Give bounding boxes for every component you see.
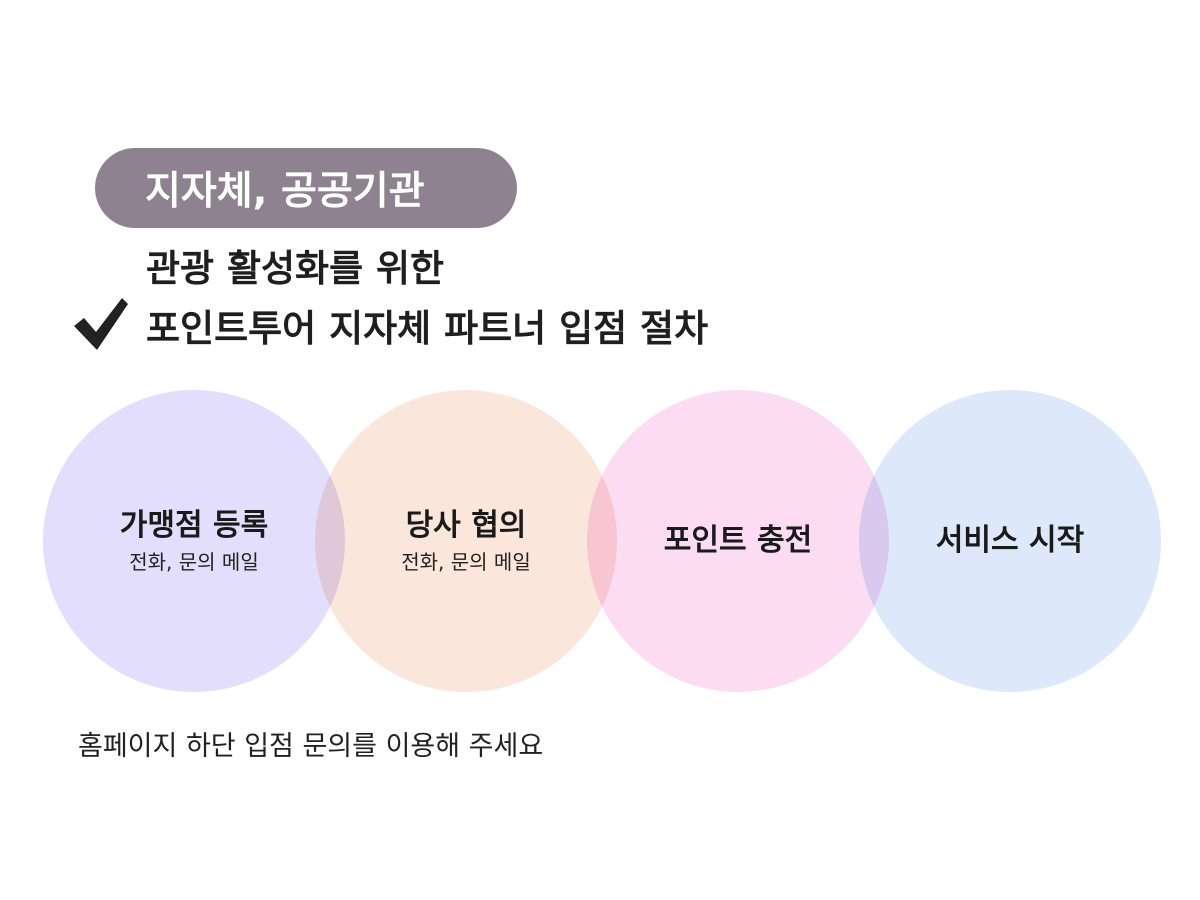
category-badge-label: 지자체, 공공기관: [145, 169, 425, 214]
step-title: 포인트 충전: [663, 523, 813, 558]
headline-line-2: 포인트투어 지자체 파트너 입점 절차: [146, 307, 709, 350]
step-subtitle: 전화, 문의 메일: [129, 550, 259, 574]
step-title: 당사 협의: [405, 508, 527, 543]
footnote: 홈페이지 하단 입점 문의를 이용해 주세요: [78, 731, 544, 762]
headline-line-1: 관광 활성화를 위한: [146, 247, 445, 290]
step-circle-start: 서비스 시작: [859, 390, 1161, 692]
step-title: 가맹점 등록: [119, 508, 269, 543]
category-badge: 지자체, 공공기관: [95, 148, 517, 228]
step-circle-charge: 포인트 충전: [587, 390, 889, 692]
step-title: 서비스 시작: [935, 523, 1085, 558]
step-subtitle: 전화, 문의 메일: [401, 550, 531, 574]
step-circle-consult: 당사 협의 전화, 문의 메일: [315, 390, 617, 692]
check-mark-icon: [74, 298, 128, 350]
step-circle-register: 가맹점 등록 전화, 문의 메일: [43, 390, 345, 692]
